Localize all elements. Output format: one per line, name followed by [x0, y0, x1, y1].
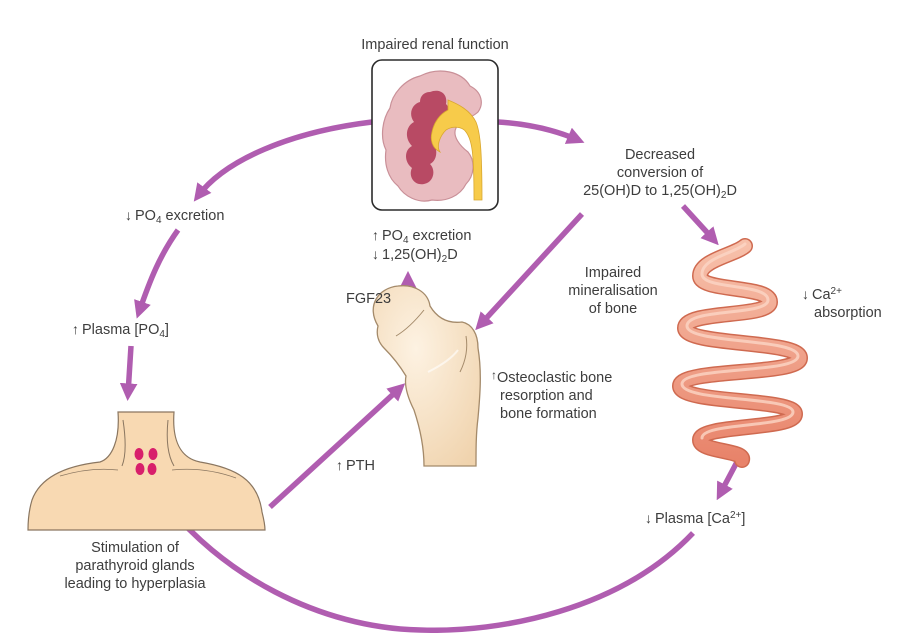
label-kidney-effects: ↑PO4 excretion ↓1,25(OH)2D: [372, 226, 472, 265]
text: 25(OH)D to 1,25(OH)2D: [560, 182, 760, 201]
increase-arrow-icon: ↑: [372, 227, 379, 243]
label-increased-po4-excretion: ↑PO4 excretion: [372, 226, 472, 246]
arrow-conversion-to-intestine: [680, 204, 719, 246]
arrow-plasma-ca-to-parathyroid: [155, 490, 695, 633]
decrease-arrow-icon: ↓: [802, 286, 809, 302]
subscript: 4: [155, 215, 162, 226]
bone-illustration: [372, 285, 481, 467]
parathyroid-glands: [134, 448, 158, 475]
femur: [372, 285, 481, 467]
femur-trochanter-line: [459, 335, 468, 373]
text: Impaired: [584, 265, 642, 281]
kidney-pelvis-ureter: [430, 99, 483, 201]
text: mineralisation: [568, 283, 658, 299]
subscript: 2: [720, 190, 727, 201]
text: absorption: [814, 305, 882, 321]
superscript: 2+: [729, 510, 742, 521]
label-impaired-mineralisation: Impaired mineralisation of bone: [548, 264, 678, 318]
text: 1,25(OH): [382, 247, 442, 263]
arrow-po4-excretion-to-plasma-po4: [134, 228, 181, 319]
text: Osteoclastic bone: [497, 370, 613, 386]
label-decreased-ca-absorption: ↓Ca2+ absorption: [802, 285, 882, 322]
superscript: 2+: [830, 286, 842, 297]
intestine-illustration: [672, 238, 808, 468]
intestine-tube-highlight: [680, 242, 800, 440]
femur-highlight: [427, 349, 459, 373]
text: excretion: [161, 208, 225, 224]
label-decreased-calcitriol: ↓1,25(OH)2D: [372, 245, 471, 265]
text: Plasma [Ca: [655, 511, 730, 527]
text: ]: [741, 511, 746, 527]
intestine-tube: [673, 239, 807, 467]
arrow-conversion-to-bone: [475, 212, 585, 331]
text: ↑Osteoclastic bone: [491, 366, 612, 387]
text: 25(OH)D to 1,25(OH): [583, 183, 721, 199]
text: bone formation: [500, 406, 597, 422]
kidney-illustration: [371, 59, 499, 211]
neck-illustration: [27, 411, 266, 531]
parathyroid-gland: [147, 463, 157, 475]
increase-arrow-icon: ↑: [491, 368, 497, 382]
clavicle-right: [171, 468, 237, 479]
label-fgf23: FGF23: [346, 291, 392, 307]
femur-neck-line: [395, 309, 425, 337]
label-osteoclastic-resorption: ↑Osteoclastic bone resorption and bone f…: [491, 366, 612, 423]
parathyroid-gland: [135, 463, 145, 475]
label-impaired-renal-function: Impaired renal function: [361, 37, 509, 53]
subscript: 4: [402, 235, 409, 246]
text: Decreased: [624, 147, 696, 163]
decrease-arrow-icon: ↓: [372, 246, 379, 262]
neck-line-left: [121, 419, 126, 467]
arrows: [119, 119, 741, 633]
subscript: 4: [159, 329, 165, 340]
text: resorption and: [500, 388, 593, 404]
decrease-arrow-icon: ↓: [125, 207, 132, 223]
neck-shoulders: [27, 411, 266, 531]
parathyroid-gland: [148, 448, 158, 460]
text: Ca: [812, 287, 831, 303]
label-parathyroid-stimulation: Stimulation of parathyroid glands leadin…: [40, 539, 230, 593]
arrow-kidney-to-conversion: [497, 119, 585, 144]
text: D: [726, 183, 737, 199]
arrow-parathyroid-to-bone-pth: [268, 383, 406, 510]
text: ]: [164, 322, 169, 338]
label-decreased-plasma-ca: ↓Plasma [Ca2+]: [645, 509, 745, 528]
parathyroid-gland: [134, 448, 144, 460]
label-increased-pth: ↑PTH: [336, 456, 375, 475]
label-decreased-po4-excretion: ↓PO4 excretion: [125, 206, 225, 226]
text: D: [447, 247, 458, 263]
label-decreased-conversion: Decreased conversion of 25(OH)D to 1,25(…: [560, 146, 760, 201]
arrow-plasma-po4-to-parathyroid: [119, 345, 138, 402]
label-increased-plasma-po4: ↑Plasma [PO4]: [72, 320, 169, 340]
text: parathyroid glands: [75, 558, 195, 574]
text: PTH: [346, 458, 375, 474]
increase-arrow-icon: ↑: [336, 457, 343, 473]
text: PO: [382, 228, 403, 244]
text: Plasma [PO: [82, 322, 160, 338]
increase-arrow-icon: ↑: [72, 321, 79, 337]
subscript: 2: [441, 254, 448, 265]
arrow-intestine-to-plasma-ca: [716, 458, 741, 501]
clavicle-left: [59, 468, 119, 477]
neck-line-right: [166, 419, 175, 467]
kidney-medulla: [406, 90, 450, 185]
decrease-arrow-icon: ↓: [645, 510, 652, 526]
text: PO: [135, 208, 156, 224]
text: leading to hyperplasia: [64, 576, 206, 592]
text: excretion: [408, 228, 472, 244]
text: of bone: [588, 301, 638, 317]
text: ↓Ca2+: [802, 285, 882, 304]
text: Stimulation of: [91, 540, 179, 556]
arrow-kidney-to-po4-excretion: [193, 119, 373, 202]
text: conversion of: [616, 165, 704, 181]
